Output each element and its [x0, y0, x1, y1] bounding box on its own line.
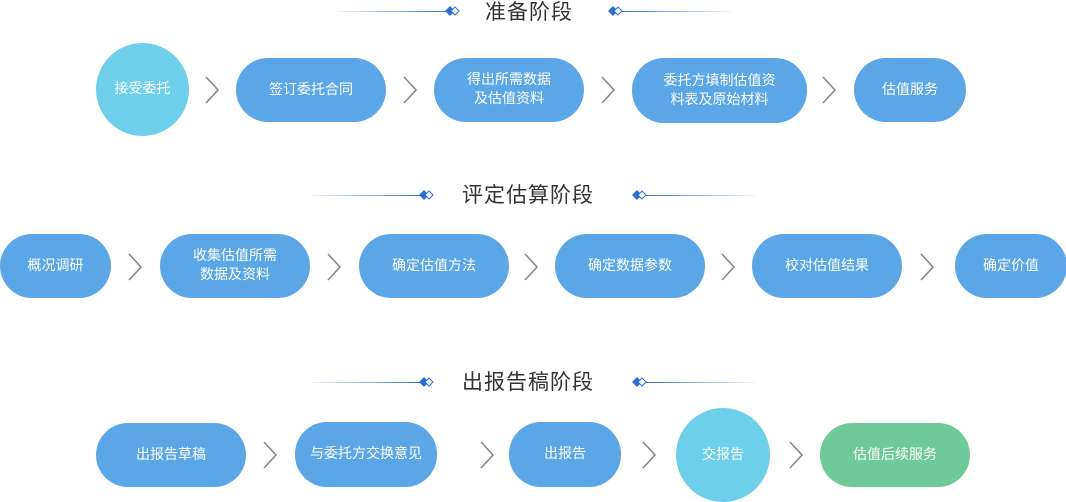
step-label: 签订委托合同: [269, 81, 353, 98]
step-label-line-2: 及估值资料: [474, 91, 544, 107]
stage-title: 准备阶段: [485, 0, 573, 24]
step-label-line-1: 委托方填制估值资: [663, 72, 776, 89]
step-label-line-2: 数据及资料: [200, 267, 270, 283]
step-label: 与委托方交换意见: [310, 446, 422, 462]
title-line-right: [646, 382, 756, 383]
chevron-right-icon: [523, 253, 539, 281]
step-draft-report[interactable]: 出报告草稿: [96, 423, 246, 487]
step-collect-data[interactable]: 收集估值所需 数据及资料: [160, 234, 310, 298]
double-diamond-icon: [419, 377, 435, 387]
step-label: 概况调研: [27, 257, 84, 274]
chevron-right-icon: [326, 253, 342, 281]
double-diamond-icon: [445, 6, 461, 16]
step-label: 确定价值: [983, 257, 1039, 274]
title-line-left: [310, 382, 422, 383]
chevron-right-icon: [788, 441, 804, 469]
title-line-right: [622, 11, 732, 12]
step-determine-method[interactable]: 确定估值方法: [359, 234, 509, 298]
step-label-line-1: 收集估值所需: [193, 248, 277, 264]
chevron-right-icon: [919, 253, 935, 281]
step-determine-parameters[interactable]: 确定数据参数: [555, 234, 705, 298]
chevron-right-icon: [641, 441, 657, 469]
chevron-right-icon: [479, 441, 495, 469]
step-label: 出报告草稿: [136, 446, 206, 463]
step-follow-up-service[interactable]: 估值后续服务: [820, 423, 970, 487]
step-deliver-report[interactable]: 交报告: [676, 408, 770, 502]
step-client-fill-forms[interactable]: 委托方填制估值资 料表及原始材料: [632, 58, 807, 123]
step-valuation-service[interactable]: 估值服务: [854, 58, 966, 122]
stage-title: 评定估算阶段: [462, 183, 594, 207]
step-sign-contract[interactable]: 签订委托合同: [236, 58, 386, 122]
stage-title: 出报告稿阶段: [462, 370, 594, 394]
step-label: 估值服务: [882, 81, 938, 98]
double-diamond-icon: [632, 190, 648, 200]
step-label: 接受委托: [114, 81, 171, 97]
title-line-left: [310, 195, 422, 196]
chevron-right-icon: [127, 253, 143, 281]
title-line-left: [337, 11, 447, 12]
step-label: 确定估值方法: [392, 257, 476, 274]
step-label: 出报告: [544, 446, 586, 462]
step-determine-value[interactable]: 确定价值: [955, 234, 1066, 298]
double-diamond-icon: [608, 6, 624, 16]
step-exchange-opinions[interactable]: 与委托方交换意见: [295, 422, 437, 487]
step-label: 估值后续服务: [853, 446, 937, 463]
step-issue-report[interactable]: 出报告: [509, 422, 621, 487]
chevron-right-icon: [262, 441, 278, 469]
double-diamond-icon: [419, 190, 435, 200]
step-label: 校对估值结果: [785, 257, 869, 274]
chevron-right-icon: [821, 76, 837, 104]
step-obtain-data[interactable]: 得出所需数据 及估值资料: [434, 58, 584, 122]
chevron-right-icon: [204, 76, 220, 104]
step-label-line-1: 得出所需数据: [467, 72, 551, 88]
step-label: 确定数据参数: [588, 257, 672, 274]
step-verify-results[interactable]: 校对估值结果: [752, 234, 902, 298]
step-label-line-2: 料表及原始材料: [670, 91, 769, 108]
double-diamond-icon: [632, 377, 648, 387]
step-label: 交报告: [702, 446, 744, 463]
chevron-right-icon: [402, 76, 418, 104]
title-line-right: [646, 195, 756, 196]
chevron-right-icon: [600, 76, 616, 104]
step-overview-survey[interactable]: 概况调研: [0, 234, 111, 298]
chevron-right-icon: [720, 253, 736, 281]
step-accept-commission[interactable]: 接受委托: [96, 43, 189, 136]
